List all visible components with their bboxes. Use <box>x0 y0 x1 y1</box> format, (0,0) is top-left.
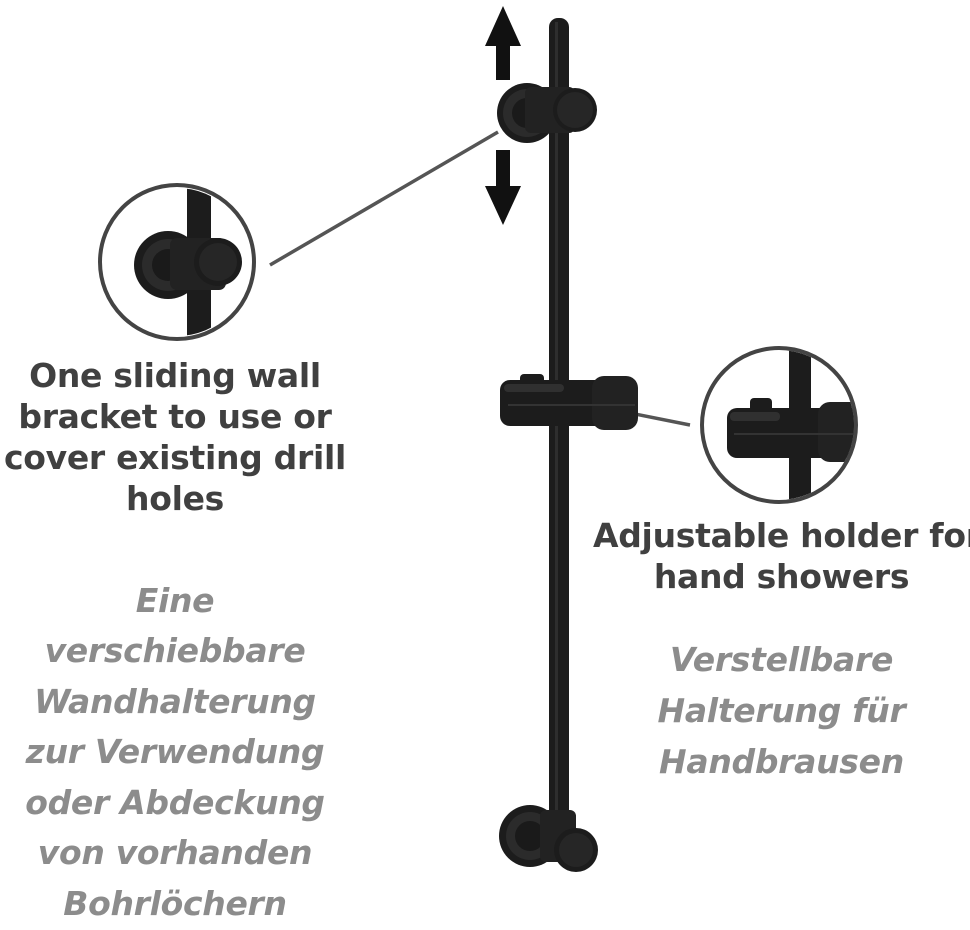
bracket-caption-english: One sliding wall bracket to use or cover… <box>3 356 347 518</box>
zoom-circle-holder <box>700 346 858 504</box>
top-wall-bracket <box>497 83 597 143</box>
holder-caption-german: Verstellbare Halterung für Handbrausen <box>657 640 906 782</box>
zoom-circle-bracket <box>98 183 256 341</box>
holder-caption-english: Adjustable holder for hand showers <box>593 516 970 596</box>
shower-rail <box>549 18 569 850</box>
arrow-down-icon <box>485 150 521 225</box>
bottom-wall-bracket <box>499 805 598 872</box>
adjustable-holder <box>500 374 638 430</box>
arrow-up-icon <box>485 6 521 80</box>
bracket-caption-german: Eine verschiebbare Wandhalterung zur Ver… <box>25 581 325 923</box>
callout-line-bracket <box>269 130 499 267</box>
